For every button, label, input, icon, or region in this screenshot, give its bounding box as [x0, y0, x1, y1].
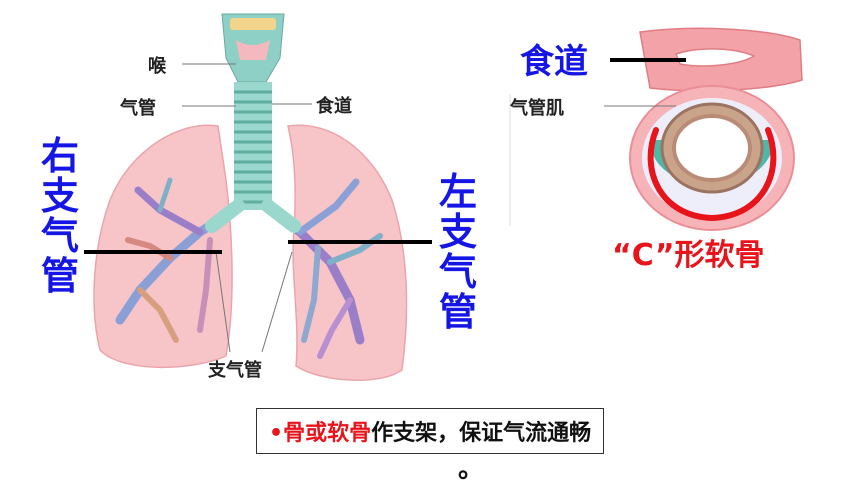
left-bronchus-char-2: 支 — [438, 210, 477, 254]
esophagus-label-big: 食道 — [520, 42, 588, 82]
trachea-muscle-label: 气管肌 — [510, 98, 564, 119]
throat-label: 喉 — [148, 56, 166, 77]
left-bronchus-char-3: 气 — [438, 250, 477, 294]
bronchi-label: 支气管 — [208, 360, 262, 381]
respiratory-diagram — [84, 13, 432, 381]
cross-section-diagram — [509, 27, 803, 231]
right-bronchus-char-1: 右 — [40, 134, 79, 178]
bronchi-leader-a — [215, 251, 231, 353]
c-cartilage-label: “C”形软骨 — [612, 238, 765, 273]
left-bronchus-char-4: 管 — [438, 290, 477, 334]
right-bronchus-char-3: 气 — [40, 214, 79, 258]
trachea-shape — [234, 82, 272, 210]
right-bronchus-label: 右 支 气 管 — [38, 136, 82, 296]
caption-text: 作支架，保证气流通畅 — [371, 421, 592, 446]
caption-period: 。 — [458, 454, 485, 484]
esophagus-label-small: 食道 — [316, 96, 352, 117]
right-bronchus-char-4: 管 — [40, 254, 79, 298]
c-cartilage-outline — [647, 127, 777, 222]
left-bronchus-label: 左 支 气 管 — [436, 172, 480, 332]
caption-highlight: 骨或软骨 — [283, 421, 372, 446]
right-bronchus-char-2: 支 — [40, 174, 79, 218]
left-bronchus-char-1: 左 — [438, 170, 477, 214]
bronchi-leader-b — [261, 251, 293, 353]
caption-box: •骨或软骨作支架，保证气流通畅 — [256, 408, 605, 454]
trachea-label: 气管 — [120, 98, 156, 119]
caption-bullet: • — [269, 421, 284, 446]
